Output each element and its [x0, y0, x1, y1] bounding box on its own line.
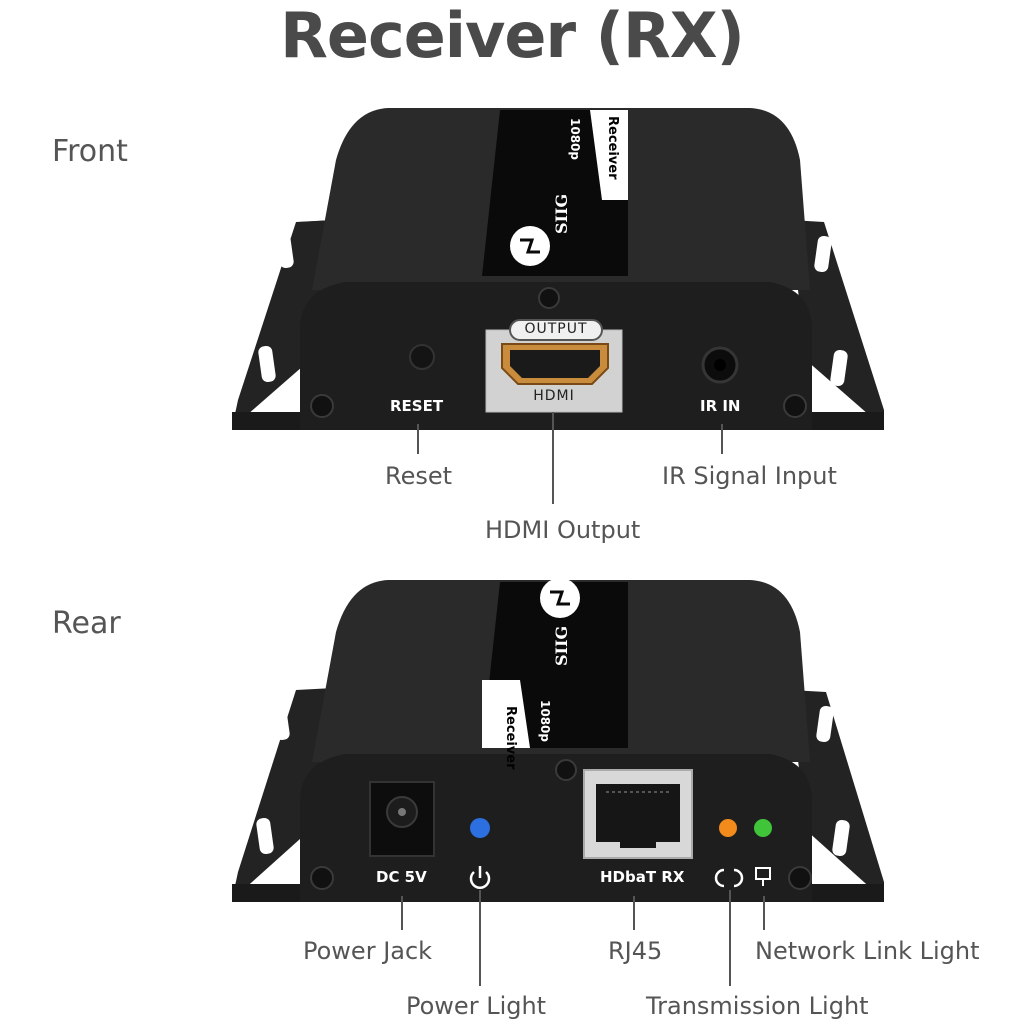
rear-model-label: Receiver	[503, 706, 518, 770]
page-title: Receiver (RX)	[280, 0, 745, 72]
transmission-led	[719, 819, 737, 837]
reset-callout-line	[417, 424, 419, 454]
rear-screw-left	[310, 866, 334, 890]
hdmi-top-label: OUTPUT	[524, 321, 588, 337]
front-section-label: Front	[52, 134, 128, 169]
power-symbol-icon	[469, 866, 491, 889]
network-link-callout-line	[763, 896, 765, 930]
rear-left-flange	[232, 688, 334, 900]
reset-panel-label: RESET	[390, 397, 444, 415]
transmission-symbol-icon	[714, 868, 744, 888]
hdmi-callout: HDMI Output	[485, 516, 641, 544]
rear-screw-right	[788, 866, 812, 890]
hdmi-callout-line	[552, 412, 554, 504]
rear-brand-label: SIIG	[552, 625, 571, 666]
network-link-symbol-icon	[755, 867, 771, 886]
network-link-callout: Network Link Light	[755, 937, 980, 965]
front-screw-right	[783, 394, 807, 418]
power-light-callout-line	[479, 890, 481, 986]
network-link-led	[754, 819, 772, 837]
transmission-callout: Transmission Light	[646, 992, 869, 1020]
power-light-callout: Power Light	[406, 992, 547, 1020]
rj45-panel-label: HDbaT RX	[600, 868, 685, 886]
ir-panel-label: IR IN	[700, 397, 741, 415]
front-screw-top	[538, 287, 560, 309]
reset-callout: Reset	[385, 462, 453, 490]
rear-section-label: Rear	[52, 606, 121, 641]
power-jack-callout: Power Jack	[303, 937, 433, 965]
hdmi-bottom-label: HDMI	[533, 388, 575, 404]
ir-callout-line	[721, 424, 723, 454]
ir-callout: IR Signal Input	[662, 462, 837, 490]
reset-button-graphic	[409, 344, 435, 370]
power-jack-callout-line	[401, 896, 403, 930]
rear-screw-top	[555, 759, 577, 781]
rear-right-flange	[790, 690, 884, 900]
front-screw-left	[310, 394, 334, 418]
transmission-callout-line	[729, 890, 731, 986]
front-right-flange	[790, 220, 884, 428]
rj45-callout: RJ45	[608, 937, 663, 965]
rj45-callout-line	[633, 896, 635, 930]
dc-panel-label: DC 5V	[376, 868, 427, 886]
rear-resolution-label: 1080p	[538, 700, 552, 742]
power-led	[470, 818, 490, 838]
